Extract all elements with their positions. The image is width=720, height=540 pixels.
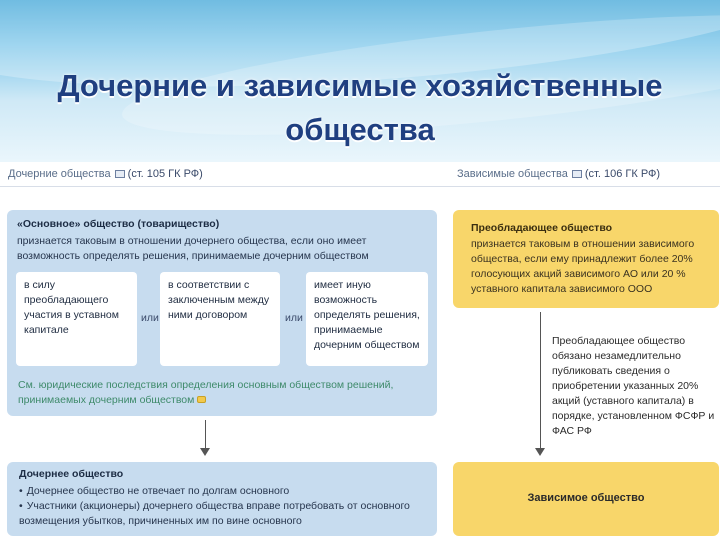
consequences-link[interactable]: См. юридические последствия определения … — [18, 378, 418, 408]
document-icon[interactable] — [114, 170, 125, 178]
dominant-company-box: Преобладающее общество признается таковы… — [453, 210, 719, 308]
left-section-name: Дочерние общества — [8, 168, 111, 180]
list-item: Участники (акционеры) дочернего общества… — [19, 499, 429, 529]
subsidiary-heading: Дочернее общество — [19, 468, 124, 480]
connector-line-right — [540, 312, 541, 450]
arrow-down-icon — [200, 448, 210, 456]
arrow-down-icon — [535, 448, 545, 456]
dominant-company-description: признается таковым в отношении зависимог… — [471, 238, 695, 295]
subsidiary-box: Дочернее общество Дочернее общество не о… — [7, 462, 437, 536]
condition-card-participation: в силу преобладающего участия в уставном… — [16, 272, 137, 366]
right-section-citation[interactable]: (ст. 106 ГК РФ) — [584, 168, 661, 180]
left-section-label: Дочерние общества (ст. 105 ГК РФ) — [8, 168, 203, 180]
right-section-name: Зависимые общества — [457, 168, 568, 180]
main-company-heading: «Основное» общество (товарищество) — [17, 218, 220, 230]
subsidiary-list: Дочернее общество не отвечает по долгам … — [19, 484, 429, 529]
or-connector: или — [285, 312, 303, 324]
comment-icon[interactable] — [197, 396, 207, 403]
consequences-text[interactable]: См. юридические последствия определения … — [18, 379, 394, 406]
main-company-description: признается таковым в отношении дочернего… — [17, 235, 369, 262]
left-section-citation[interactable]: (ст. 105 ГК РФ) — [127, 168, 203, 180]
page-title: Дочерние и зависимые хозяйственные общес… — [0, 64, 720, 152]
dominant-company-duty: Преобладающее общество обязано незамедли… — [552, 335, 715, 437]
header-banner: Дочерние и зависимые хозяйственные общес… — [0, 0, 720, 162]
section-divider — [0, 186, 720, 187]
condition-card-contract: в соответствии с заключенным между ними … — [160, 272, 280, 366]
dominant-company-heading: Преобладающее общество — [471, 222, 613, 234]
dependent-company-label: Зависимое общество — [527, 492, 645, 504]
connector-line-left — [205, 420, 206, 450]
condition-card-other: имеет иную возможность определять решени… — [306, 272, 428, 366]
dependent-company-box: Зависимое общество — [453, 462, 719, 536]
list-item: Дочернее общество не отвечает по долгам … — [19, 484, 429, 499]
right-section-label: Зависимые общества (ст. 106 ГК РФ) — [457, 168, 660, 180]
title-line-2: общества — [285, 112, 435, 147]
document-icon[interactable] — [571, 170, 582, 178]
title-line-1: Дочерние и зависимые хозяйственные — [57, 68, 663, 103]
or-connector: или — [141, 312, 159, 324]
